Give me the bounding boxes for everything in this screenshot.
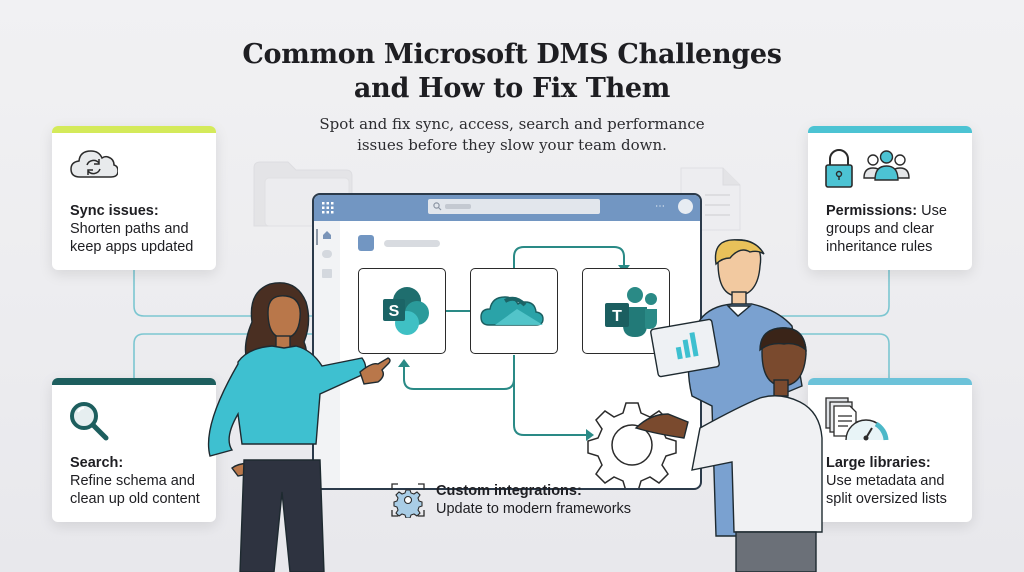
search-input[interactable] — [428, 199, 600, 214]
more-options-icon[interactable]: ⋯ — [655, 201, 666, 212]
page-subtitle: Spot and fix sync, access, search and pe… — [0, 114, 1024, 156]
users-icon — [863, 150, 910, 181]
svg-text:S: S — [389, 303, 400, 320]
chat-icon[interactable] — [322, 250, 332, 258]
card-text: Search: Refine schema and clean up old c… — [70, 454, 206, 508]
note-body: Update to modern frameworks — [436, 501, 632, 517]
card-body-line-1: Shorten paths and — [70, 221, 189, 237]
active-indicator — [316, 229, 318, 245]
folder-nav-icon[interactable] — [322, 269, 332, 278]
card-large-libraries: Large libraries: Use metadata and split … — [808, 378, 972, 522]
search-icon — [433, 202, 442, 211]
card-body-line-2: split oversized lists — [826, 491, 947, 507]
card-text: Large libraries: Use metadata and split … — [826, 454, 962, 508]
app-launcher-icon[interactable] — [322, 202, 334, 214]
onedrive-icon — [480, 296, 544, 326]
note-custom-integrations: Custom integrations: Update to modern fr… — [388, 480, 658, 520]
documents-gauge-icon — [824, 394, 890, 444]
title-line-1: Common Microsoft DMS Challenges — [242, 39, 782, 70]
card-text: Sync issues: Shorten paths and keep apps… — [70, 202, 206, 256]
title-line-2: and How to Fix Them — [353, 73, 671, 104]
subtitle-line-1: Spot and fix sync, access, search and pe… — [319, 115, 705, 133]
card-permissions: Permissions: Use groups and clear inheri… — [808, 126, 972, 270]
card-text: Permissions: Use groups and clear inheri… — [826, 202, 962, 256]
avatar[interactable] — [678, 199, 693, 214]
note-heading: Custom integrations: — [436, 483, 582, 499]
gear-frame-icon — [391, 483, 425, 518]
card-search: Search: Refine schema and clean up old c… — [52, 378, 216, 522]
site-logo — [358, 235, 374, 251]
app-tile-sharepoint[interactable]: S — [358, 268, 446, 354]
card-body-line-2: clean up old content — [70, 491, 200, 507]
svg-text:T: T — [612, 308, 622, 325]
app-tile-onedrive[interactable] — [470, 268, 558, 354]
card-heading: Large libraries: — [826, 455, 931, 471]
woman-presenter-figure — [207, 282, 391, 572]
site-title-placeholder — [384, 240, 440, 247]
card-heading: Sync issues: — [70, 203, 159, 219]
card-body-line-2: keep apps updated — [70, 239, 194, 255]
subtitle-line-2: issues before they slow your team down. — [357, 136, 667, 154]
card-body-line-1: Use metadata and — [826, 473, 945, 489]
magnifier-icon — [68, 400, 112, 444]
teams-icon: T — [605, 287, 657, 337]
sharepoint-icon: S — [383, 287, 429, 335]
card-body-line-1: groups and clear — [826, 221, 935, 237]
card-heading: Permissions: — [826, 203, 918, 219]
card-heading-tail: Use — [917, 203, 947, 219]
page-title: Common Microsoft DMS Challenges and How … — [0, 38, 1024, 106]
note-text: Custom integrations: Update to modern fr… — [436, 482, 631, 518]
card-accent-bar — [808, 126, 972, 133]
app-tile-teams[interactable]: T — [582, 268, 670, 354]
card-body-line-1: Refine schema and — [70, 473, 195, 489]
card-body-line-2: inheritance rules — [826, 239, 933, 255]
card-accent-bar — [52, 126, 216, 133]
search-placeholder — [445, 204, 471, 209]
window-header: ⋯ — [314, 195, 700, 221]
lock-icon — [825, 149, 853, 188]
card-sync-issues: Sync issues: Shorten paths and keep apps… — [52, 126, 216, 270]
lock-and-users-icon — [824, 148, 916, 188]
card-accent-bar — [808, 378, 972, 385]
cloud-sync-icon — [68, 144, 118, 184]
card-accent-bar — [52, 378, 216, 385]
man-presenter-figure — [634, 327, 823, 572]
window-sidebar — [314, 221, 340, 488]
card-heading: Search: — [70, 455, 124, 471]
home-icon[interactable] — [322, 230, 332, 240]
